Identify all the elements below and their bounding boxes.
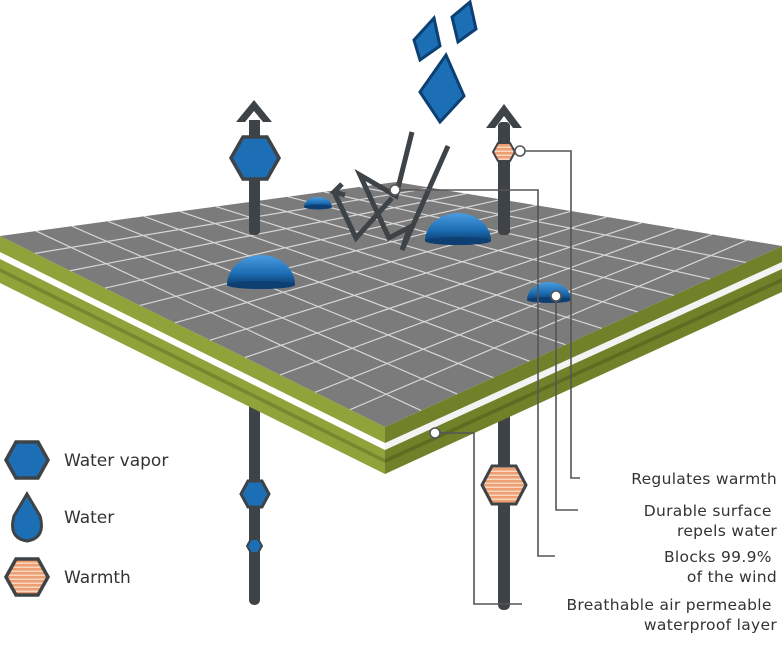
fabric-grid-line: [349, 239, 748, 411]
fabric-grid-line: [71, 225, 458, 395]
fabric-grid-line: [34, 187, 432, 254]
legend-item-water-vapor: Water vapor: [3, 440, 168, 480]
water-vapor-hexagon-icon: [245, 538, 264, 554]
falling-water-droplets: [412, 0, 478, 125]
water-droplet-icon: [450, 0, 478, 45]
water-vapor-hexagon-icon: [228, 135, 282, 181]
left-arrow-lower: [239, 395, 271, 605]
water-vapor-hexagon-icon: [239, 479, 271, 509]
legend-label-water: Water: [64, 508, 114, 528]
fabric-grid-line: [244, 222, 642, 359]
legend: Water vapor Water Warmth: [3, 440, 168, 597]
callout-leader-lines: [389, 145, 580, 605]
left-arrow-upper: [228, 100, 282, 235]
legend-item-water: Water: [11, 491, 114, 543]
fabric-grid-line: [287, 196, 674, 296]
fabric-grid-line: [143, 215, 530, 362]
water-droplet-icon: [412, 14, 442, 63]
legend-label-warmth: Warmth: [64, 568, 131, 588]
fabric-grid-line: [179, 210, 566, 346]
fabric-grid-line: [209, 216, 607, 341]
callout-blocks-wind: Blocks 99.9% of the wind: [664, 548, 777, 586]
fabric-grid-line: [323, 191, 710, 280]
fabric-grid-line: [107, 220, 494, 379]
fabric-grid-line: [279, 227, 677, 376]
hexagon-warmth-icon: [3, 557, 51, 597]
right-arrow-lower: [480, 400, 528, 610]
water-bead-icon: [227, 255, 295, 285]
wind-arrow: [329, 131, 451, 252]
callout-durable-surface: Durable surface repels water: [644, 502, 778, 540]
fabric-top-surface: [0, 182, 782, 427]
warmth-hexagon-icon: [491, 142, 517, 162]
water-beads: [227, 197, 571, 303]
fabric-grid-line: [251, 201, 638, 313]
fabric-grid-line: [35, 230, 422, 412]
water-bead-icon: [304, 197, 332, 207]
water-bead-icon: [425, 213, 491, 241]
warmth-hexagon-icon: [480, 464, 528, 506]
legend-item-warmth: Warmth: [3, 557, 131, 597]
fabric-edge-layers: [0, 236, 782, 474]
fabric-grid-line: [104, 198, 502, 289]
fabric-grid-line: [69, 193, 467, 272]
callout-labels: Regulates warmth Durable surface repels …: [566, 470, 777, 634]
callout-regulates-warmth: Regulates warmth: [631, 470, 777, 488]
legend-label-water-vapor: Water vapor: [64, 451, 168, 471]
droplet-water-icon: [11, 491, 43, 543]
water-droplet-icon: [418, 51, 466, 125]
fabric-grid-line: [314, 233, 713, 393]
callout-breathable-layer: Breathable air permeable waterproof laye…: [566, 596, 777, 634]
hexagon-water-vapor-icon: [3, 440, 51, 480]
